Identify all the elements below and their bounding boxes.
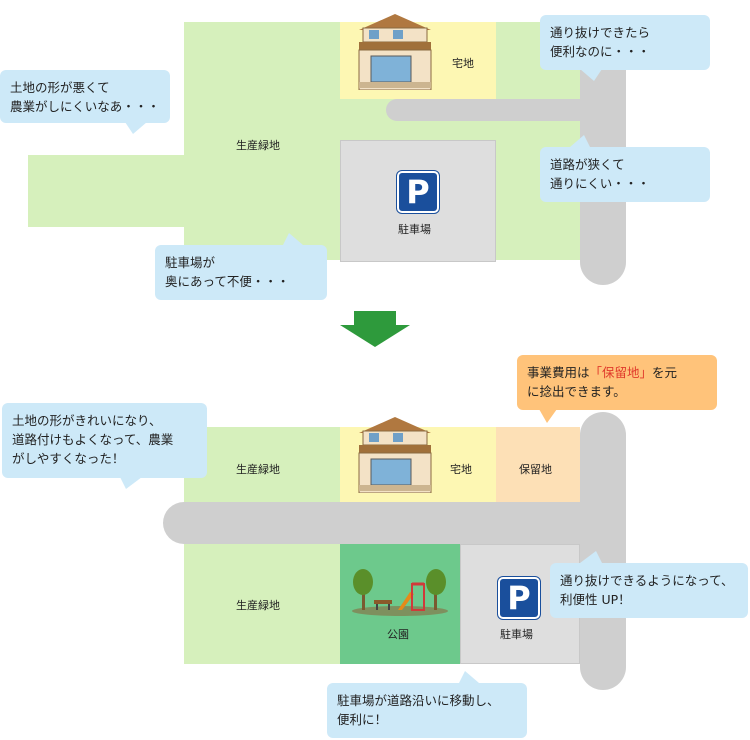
cost-text-post: を元 に捻出できます。	[527, 365, 678, 399]
bubble-through-after: 通り抜けできるようになって、 利便性 UP！	[550, 551, 748, 618]
park-icon	[352, 569, 448, 616]
main-road-after	[163, 502, 625, 544]
cost-text-highlight: 「保留地」	[589, 365, 653, 380]
bubble-parking-before: 駐車場が 奥にあって不便・・・	[155, 233, 327, 300]
parking-label-after: 駐車場	[500, 628, 533, 641]
bubble-project-cost: 事業費用は「保留地」を元 に捻出できます。	[517, 355, 717, 423]
bubble-text: 土地の形が悪くて 農業がしにくいなあ・・・	[10, 80, 160, 114]
bubble-parking-after: 駐車場が道路沿いに移動し、 便利に！	[327, 671, 527, 738]
farmland-top-after	[184, 427, 340, 502]
bubble-land-shape-before: 土地の形が悪くて 農業がしにくいなあ・・・	[0, 70, 170, 134]
reserve-land-plot	[496, 427, 580, 502]
bubble-text: 駐車場が 奥にあって不便・・・	[165, 255, 290, 289]
bubble-text: 駐車場が道路沿いに移動し、 便利に！	[337, 693, 500, 727]
bubble-text: 通り抜けできるようになって、 利便性 UP！	[560, 573, 734, 607]
farmland-label-before: 生産緑地	[236, 139, 280, 152]
bubble-text: 道路が狭くて 通りにくい・・・	[550, 157, 650, 191]
farmland-before-extension	[28, 155, 188, 227]
farmland-bottom-label: 生産緑地	[236, 599, 280, 612]
parking-icon: P	[397, 171, 439, 213]
bubble-text: 事業費用は「保留地」を元 に捻出できます。	[527, 363, 707, 401]
housing-label-before: 宅地	[452, 57, 474, 70]
cost-text-pre: 事業費用は	[527, 365, 590, 380]
park-plot	[340, 544, 460, 664]
house-icon	[358, 417, 432, 493]
house-icon	[358, 14, 432, 90]
parking-icon: P	[498, 577, 540, 619]
bubble-land-shape-after: 土地の形がきれいになり、 道路付けもよくなって、農業 がしやすくなった！	[2, 403, 207, 489]
parking-lot-before	[340, 140, 496, 262]
narrow-road-before	[386, 99, 606, 121]
housing-label-after: 宅地	[450, 463, 472, 476]
bubble-text: 土地の形がきれいになり、 道路付けもよくなって、農業 がしやすくなった！	[12, 413, 174, 466]
farmland-top-label: 生産緑地	[236, 463, 280, 476]
bubble-text: 通り抜けできたら 便利なのに・・・	[550, 25, 651, 59]
farmland-bottom-after	[184, 544, 340, 664]
bubble-road-before: 道路が狭くて 通りにくい・・・	[540, 135, 710, 202]
park-label: 公園	[387, 628, 409, 641]
down-arrow-icon	[340, 311, 410, 347]
parking-label-before: 駐車場	[398, 223, 431, 236]
bubble-through-before: 通り抜けできたら 便利なのに・・・	[540, 15, 710, 81]
reserve-land-label: 保留地	[519, 463, 552, 476]
